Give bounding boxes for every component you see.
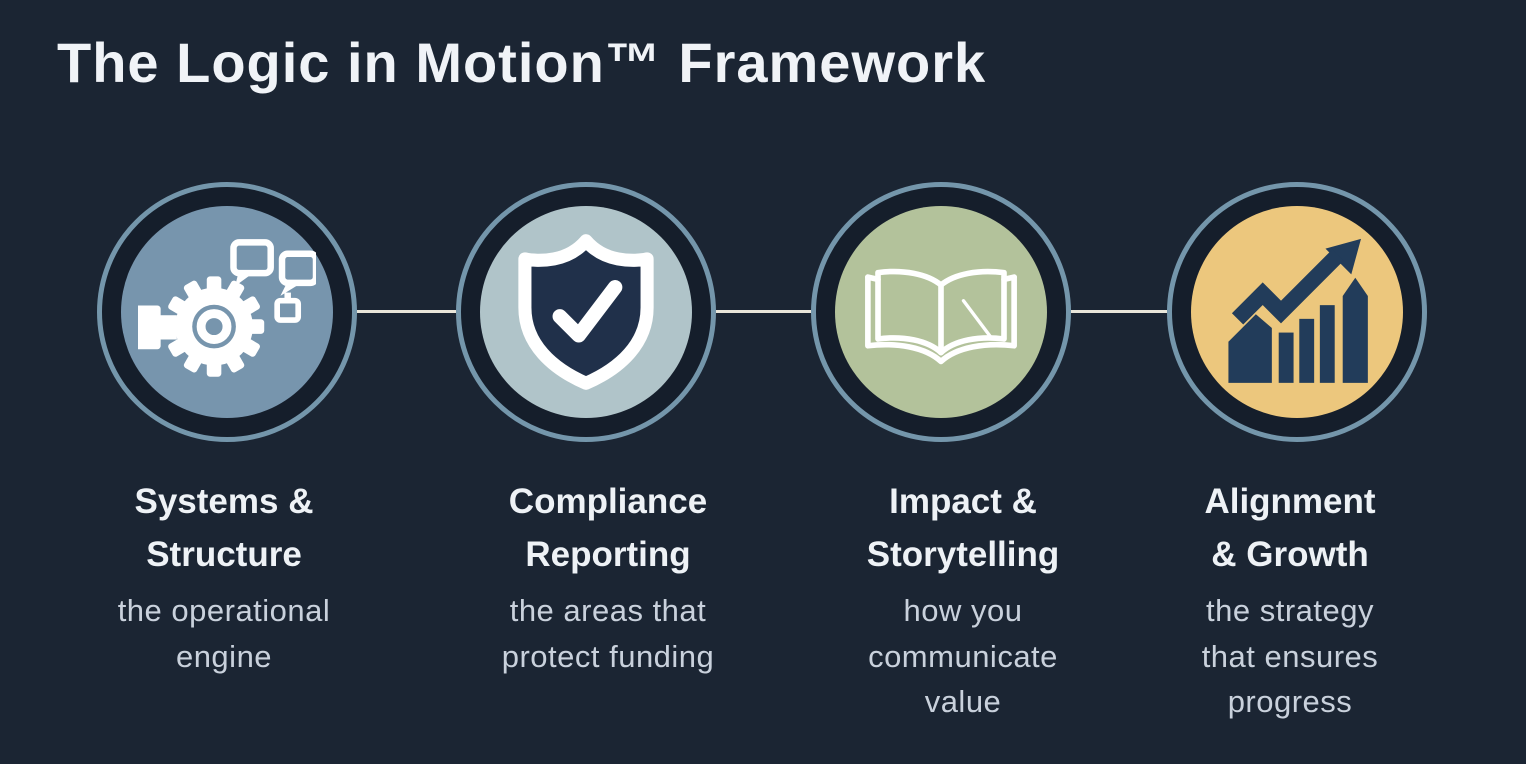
step-subtitle: the strategy that ensures progress	[1201, 593, 1379, 720]
step-text-alignment-growth: Alignment & Growth the strategy that ens…	[1110, 476, 1470, 725]
step-subtitle: how you communicate value	[868, 593, 1058, 720]
connector-line	[357, 310, 456, 313]
step-text-systems-structure: Systems & Structure the operational engi…	[44, 476, 404, 679]
step-circle-fill	[1191, 206, 1403, 418]
connector-line	[1071, 310, 1167, 313]
step-text-compliance-reporting: Compliance Reporting the areas that prot…	[428, 476, 788, 679]
gear-chat-icon	[138, 239, 316, 377]
page-title: The Logic in Motion™ Framework	[57, 31, 987, 94]
step-title: Systems & Structure	[134, 482, 314, 574]
step-circle-impact-storytelling	[811, 182, 1071, 442]
open-book-icon	[865, 268, 1017, 365]
step-circle-systems-structure	[97, 182, 357, 442]
step-subtitle: the areas that protect funding	[501, 593, 715, 674]
step-circle-fill	[121, 206, 333, 418]
step-subtitle: the operational engine	[117, 593, 331, 674]
step-title: Impact & Storytelling	[866, 482, 1060, 574]
step-circle-alignment-growth	[1167, 182, 1427, 442]
step-title: Compliance Reporting	[508, 482, 708, 574]
growth-chart-icon	[1228, 238, 1368, 383]
step-circle-fill	[835, 206, 1047, 418]
step-circle-fill	[480, 206, 692, 418]
step-text-impact-storytelling: Impact & Storytelling how you communicat…	[783, 476, 1143, 725]
shield-check-icon	[518, 234, 654, 390]
step-circle-compliance-reporting	[456, 182, 716, 442]
connector-line	[716, 310, 811, 313]
step-title: Alignment & Growth	[1204, 482, 1376, 574]
